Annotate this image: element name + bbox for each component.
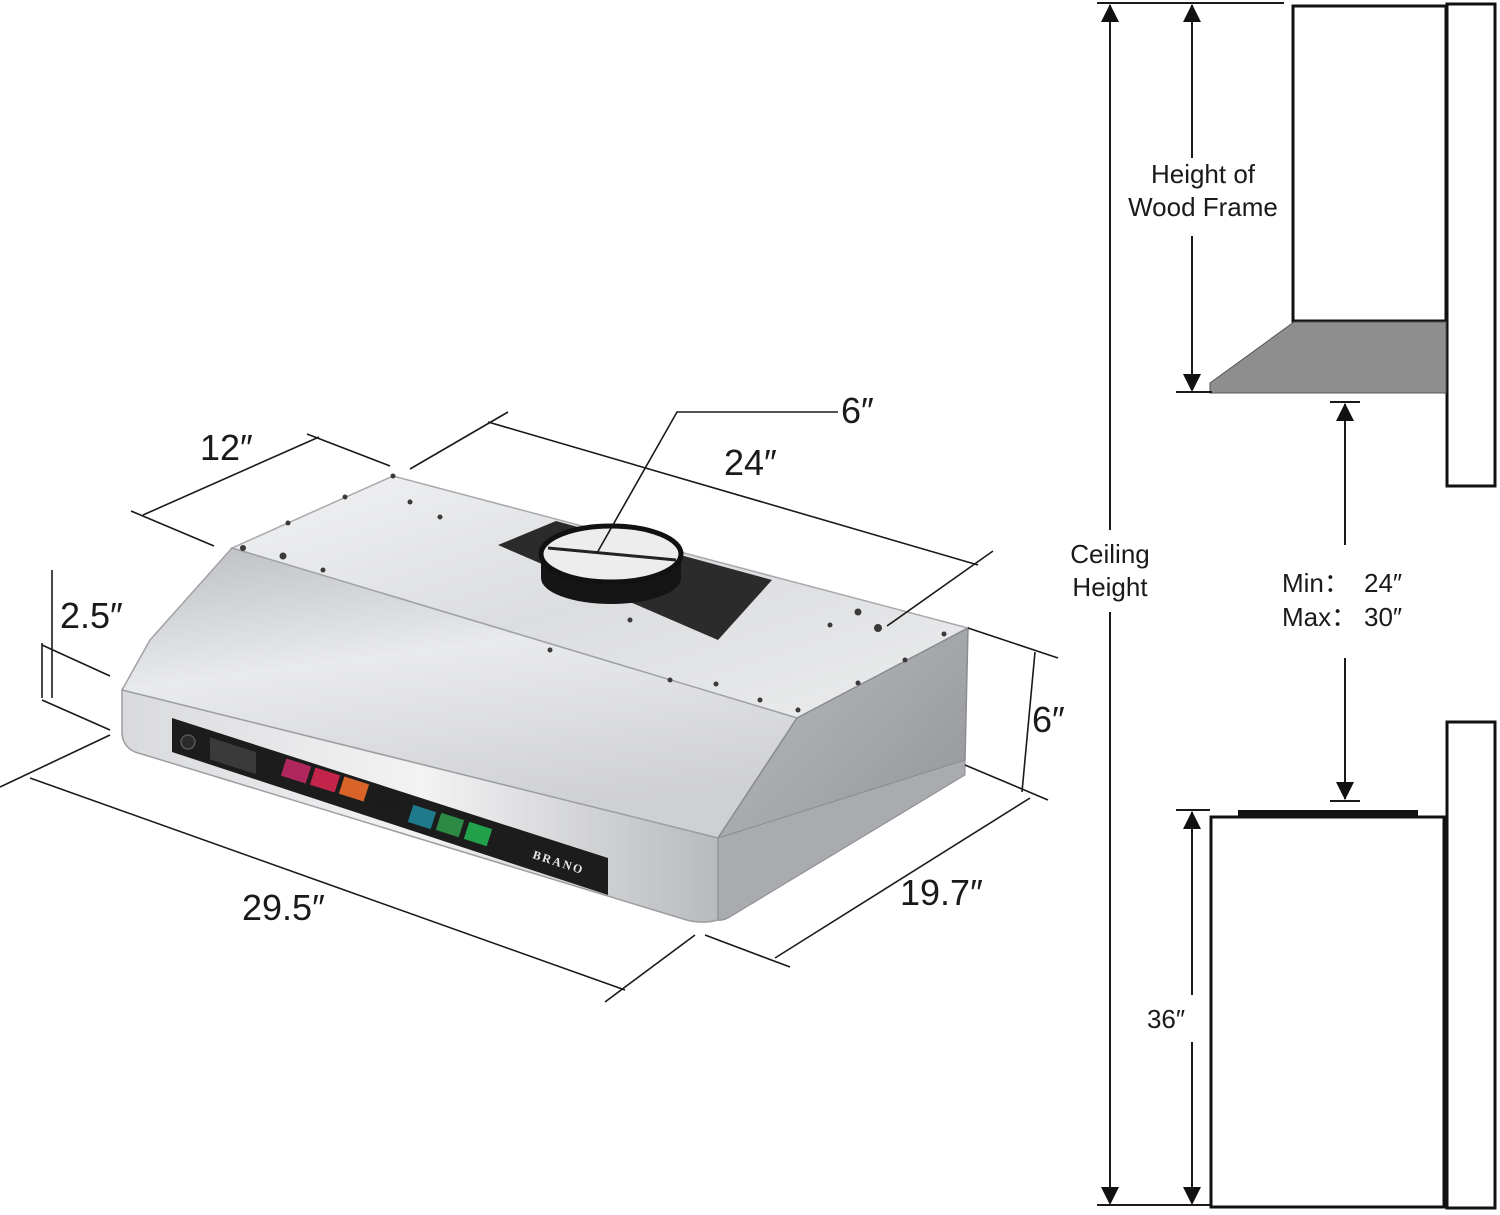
min-label: Min： <box>1282 568 1350 598</box>
width-bottom-ext-right <box>604 934 696 1003</box>
width-bottom-label: 29.5″ <box>242 887 325 928</box>
width-bottom-dim-line <box>29 777 626 991</box>
button-power[interactable] <box>463 821 493 847</box>
side-view-diagram: Height of Wood Frame Ceiling Height Min：… <box>1070 2 1497 1210</box>
wood-frame-label-line2: Wood Frame <box>1128 192 1278 222</box>
hood-side-profile <box>1209 321 1447 394</box>
control-buttons: F2 <box>180 734 493 847</box>
width-top-label: 24″ <box>724 442 777 483</box>
width-top-ext-left <box>409 411 509 470</box>
max-label: Max： <box>1282 602 1357 632</box>
counter-height-label: 36″ <box>1147 1004 1185 1034</box>
duct-dimension-label: 6″ <box>841 390 874 431</box>
control-panel <box>172 718 608 895</box>
side-height-label: 6″ <box>1032 699 1065 740</box>
width-top-ext-right <box>886 550 994 627</box>
button-fan-2[interactable] <box>435 812 465 838</box>
power-knob-icon[interactable] <box>180 734 196 750</box>
button-fan-1[interactable] <box>407 804 437 830</box>
side-height-dim-line <box>1021 651 1036 793</box>
duct-leader-line <box>596 411 838 554</box>
min-value: 24″ <box>1364 568 1402 598</box>
wall-lower <box>1445 720 1497 1210</box>
rating-label <box>210 737 256 775</box>
front-lip-label: 2.5″ <box>60 595 123 636</box>
depth-top-label: 12″ <box>200 427 253 468</box>
display-readout: F2 <box>376 796 399 818</box>
hood-front-corner <box>717 759 966 921</box>
button-light-3[interactable] <box>338 776 370 802</box>
screw-holes <box>240 473 947 713</box>
range-hood-illustration: F2 BRANO <box>120 473 971 923</box>
depth-bottom-label: 19.7″ <box>900 872 983 913</box>
ceiling-label-line1: Ceiling <box>1070 539 1150 569</box>
hood-dimensions: 6″ 12″ 24″ 2.5″ 6″ 29.5″ 19.7″ <box>0 390 1065 1003</box>
depth-bottom-dim-line <box>774 797 1031 959</box>
width-bottom-ext-left <box>0 734 111 788</box>
base-cabinet <box>1209 815 1446 1209</box>
button-light-2[interactable] <box>309 767 341 793</box>
max-value: 30″ <box>1364 602 1402 632</box>
ceiling-label-line2: Height <box>1072 572 1148 602</box>
wood-frame-label-line1: Height of <box>1151 159 1256 189</box>
cooktop <box>1238 810 1418 817</box>
wall-upper <box>1445 2 1497 488</box>
duct-collar <box>538 523 684 604</box>
wood-frame-cabinet <box>1291 4 1448 323</box>
depth-top-dim-line <box>142 436 320 516</box>
button-light-1[interactable] <box>280 758 312 784</box>
width-top-dim-line <box>487 421 979 566</box>
